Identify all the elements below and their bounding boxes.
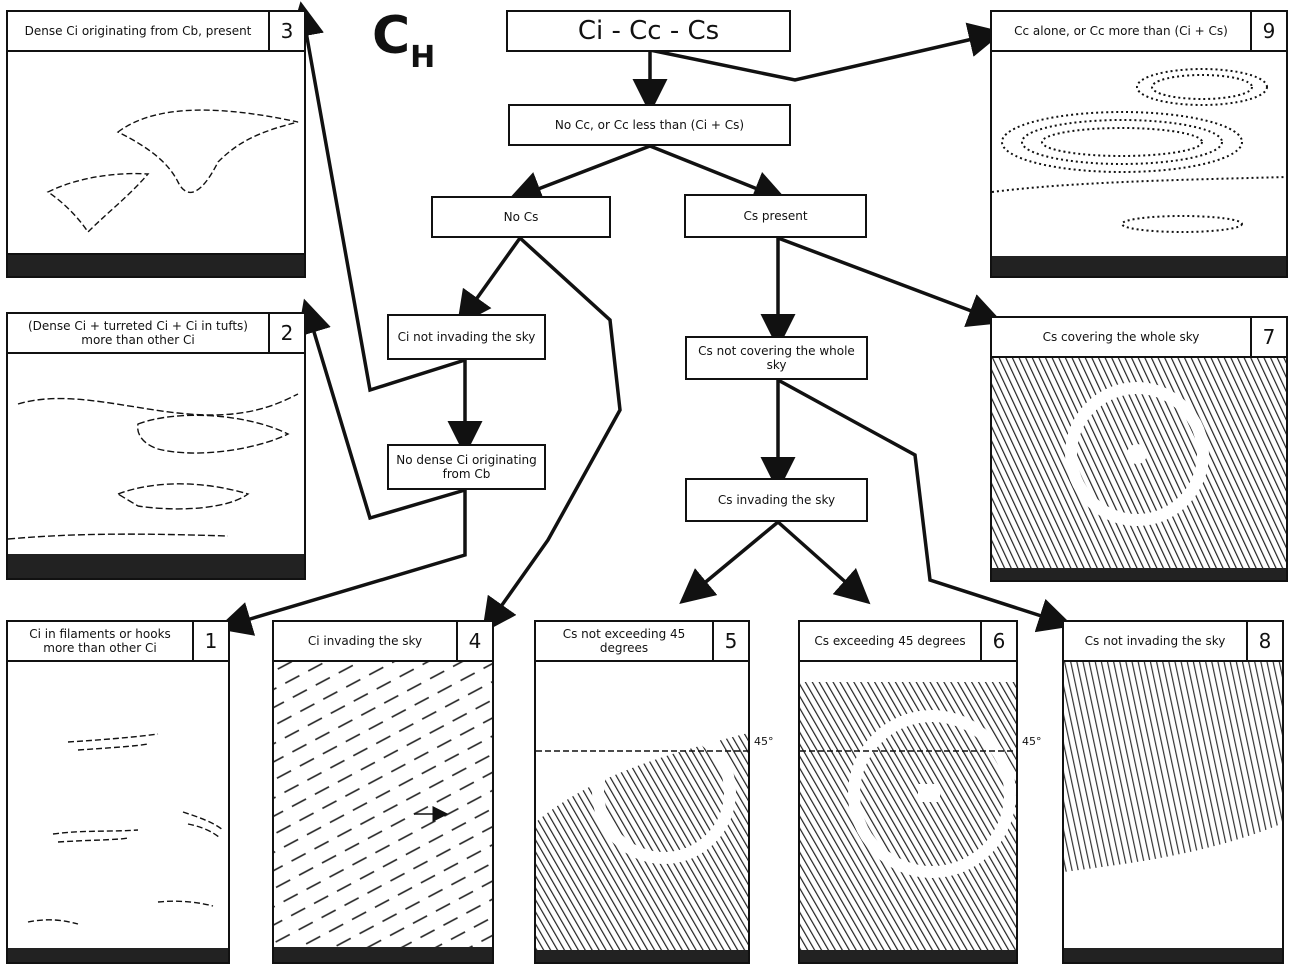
panel-caption: Dense Ci originating from Cb, present <box>8 12 268 50</box>
panel-number: 7 <box>1250 318 1286 356</box>
node-ci-not-invading: Ci not invading the sky <box>387 314 546 360</box>
panel-caption: Cs exceeding 45 degrees <box>800 622 980 660</box>
edge-nocs-p4 <box>490 238 620 622</box>
panel-2: (Dense Ci + turreted Ci + Ci in tufts) m… <box>6 312 306 580</box>
panel-number: 2 <box>268 314 304 352</box>
cs-not-exceeding-illustration <box>536 662 750 964</box>
dense-ci-illustration <box>8 52 306 278</box>
ci-filaments-illustration <box>8 662 230 964</box>
edge-csinv-p6 <box>778 522 860 595</box>
edge-nocs-cinot <box>465 238 520 315</box>
edge-nocc-cspresent <box>650 146 775 196</box>
chart-title-ch: CH <box>372 6 435 66</box>
cs-covering-illustration <box>992 358 1288 582</box>
panel-caption: Cs covering the whole sky <box>992 318 1250 356</box>
panel-caption: (Dense Ci + turreted Ci + Ci in tufts) m… <box>8 314 268 352</box>
panel-number: 5 <box>712 622 748 660</box>
node-no-cc: No Cc, or Cc less than (Ci + Cs) <box>508 104 791 146</box>
panel-caption: Ci invading the sky <box>274 622 456 660</box>
ci-invading-illustration <box>274 662 494 964</box>
cs-exceeding-illustration <box>800 662 1018 964</box>
cirrocumulus-illustration <box>992 52 1288 278</box>
panel-number: 4 <box>456 622 492 660</box>
panel-number: 8 <box>1246 622 1282 660</box>
edge-cspresent-p7 <box>778 238 990 318</box>
node-cs-present: Cs present <box>684 194 867 238</box>
panel-caption: Ci in filaments or hooks more than other… <box>8 622 192 660</box>
panel-number: 6 <box>980 622 1016 660</box>
edge-csinv-p5 <box>690 522 778 595</box>
dense-ci-tufts-illustration <box>8 354 306 580</box>
panel-1: Ci in filaments or hooks more than other… <box>6 620 230 964</box>
panel-caption: Cc alone, or Cc more than (Ci + Cs) <box>992 12 1250 50</box>
panel-number: 9 <box>1250 12 1286 50</box>
edge-nocc-nocs <box>520 146 650 196</box>
node-no-dense-ci: No dense Ci originating from Cb <box>387 444 546 490</box>
cs-not-invading-illustration <box>1064 662 1284 964</box>
angle-label-45-p6: 45° <box>1022 735 1042 748</box>
node-no-cs: No Cs <box>431 196 611 238</box>
panel-caption: Cs not exceeding 45 degrees <box>536 622 712 660</box>
node-cs-invading: Cs invading the sky <box>685 478 868 522</box>
panel-caption: Cs not invading the sky <box>1064 622 1246 660</box>
node-cs-not-covering: Cs not covering the whole sky <box>685 336 868 380</box>
panel-9: Cc alone, or Cc more than (Ci + Cs)9 <box>990 10 1288 278</box>
angle-label-45-p5: 45° <box>754 735 774 748</box>
panel-number: 3 <box>268 12 304 50</box>
node-root: Ci - Cc - Cs <box>506 10 791 52</box>
panel-number: 1 <box>192 622 228 660</box>
